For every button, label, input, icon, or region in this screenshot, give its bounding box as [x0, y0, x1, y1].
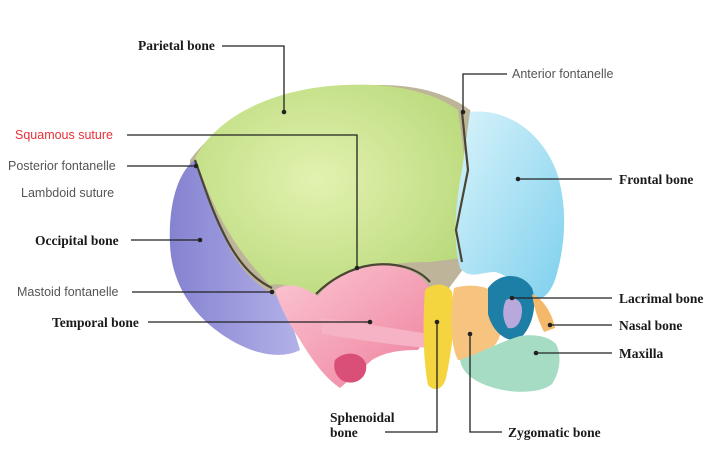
- squamous-suture-line: [315, 263, 431, 295]
- leader-dot-posterior-fontanelle: [193, 163, 199, 169]
- label-mastoid-fontanelle: Mastoid fontanelle: [17, 285, 119, 299]
- label-zygomatic-bone: Zygomatic bone: [508, 425, 601, 440]
- ear-canal: [334, 353, 367, 383]
- leader-sphenoidal: [385, 322, 438, 433]
- label-lambdoid-suture: Lambdoid suture: [21, 186, 114, 200]
- label-temporal-bone: Temporal bone: [52, 315, 139, 330]
- label-occipital-bone: Occipital bone: [35, 233, 119, 248]
- leader-dot-anterior-fontanelle: [460, 109, 466, 115]
- label-anterior-fontanelle: Anterior fontanelle: [512, 67, 614, 81]
- leader-dot-zygomatic: [467, 331, 473, 337]
- lacrimal-bone: [503, 298, 522, 329]
- label-maxilla: Maxilla: [619, 346, 663, 361]
- leader-dot-frontal: [515, 176, 521, 182]
- leader-dot-nasal: [547, 322, 553, 328]
- leader-dot-mastoid-fontanelle: [269, 289, 275, 295]
- label-parietal-bone: Parietal bone: [138, 38, 215, 53]
- label-sphenoidal-line1: Sphenoidal: [330, 410, 395, 425]
- parietal-bone: [195, 84, 466, 295]
- label-lacrimal-bone: Lacrimal bone: [619, 291, 703, 306]
- zygomatic-process: [320, 318, 430, 348]
- sphenoid-bone: [423, 284, 454, 390]
- leader-zygomatic: [469, 334, 502, 433]
- coronal-suture: [454, 111, 470, 263]
- label-frontal-bone: Frontal bone: [619, 172, 693, 187]
- leader-dot-sphenoidal: [434, 319, 440, 325]
- maxilla-bone: [460, 335, 560, 392]
- label-squamous-suture: Squamous suture: [15, 128, 113, 142]
- leader-dot-temporal: [367, 319, 373, 325]
- nasal-bone: [532, 294, 555, 332]
- leader-squamous-suture: [127, 134, 358, 268]
- label-nasal-bone: Nasal bone: [619, 318, 682, 333]
- leader-anterior-fontanelle: [462, 73, 507, 112]
- frontal-bone: [455, 111, 565, 300]
- leader-dot-occipital: [197, 237, 203, 243]
- lambdoid-suture: [193, 159, 273, 289]
- leader-parietal: [222, 45, 285, 112]
- leader-dot-squamous-suture: [354, 265, 360, 271]
- occipital-bone: [169, 160, 300, 355]
- leader-dot-lacrimal: [509, 295, 515, 301]
- leader-dot-parietal: [281, 109, 287, 115]
- leader-dot-maxilla: [533, 350, 539, 356]
- label-sphenoidal-line2: bone: [330, 425, 358, 440]
- label-posterior-fontanelle: Posterior fontanelle: [8, 159, 116, 173]
